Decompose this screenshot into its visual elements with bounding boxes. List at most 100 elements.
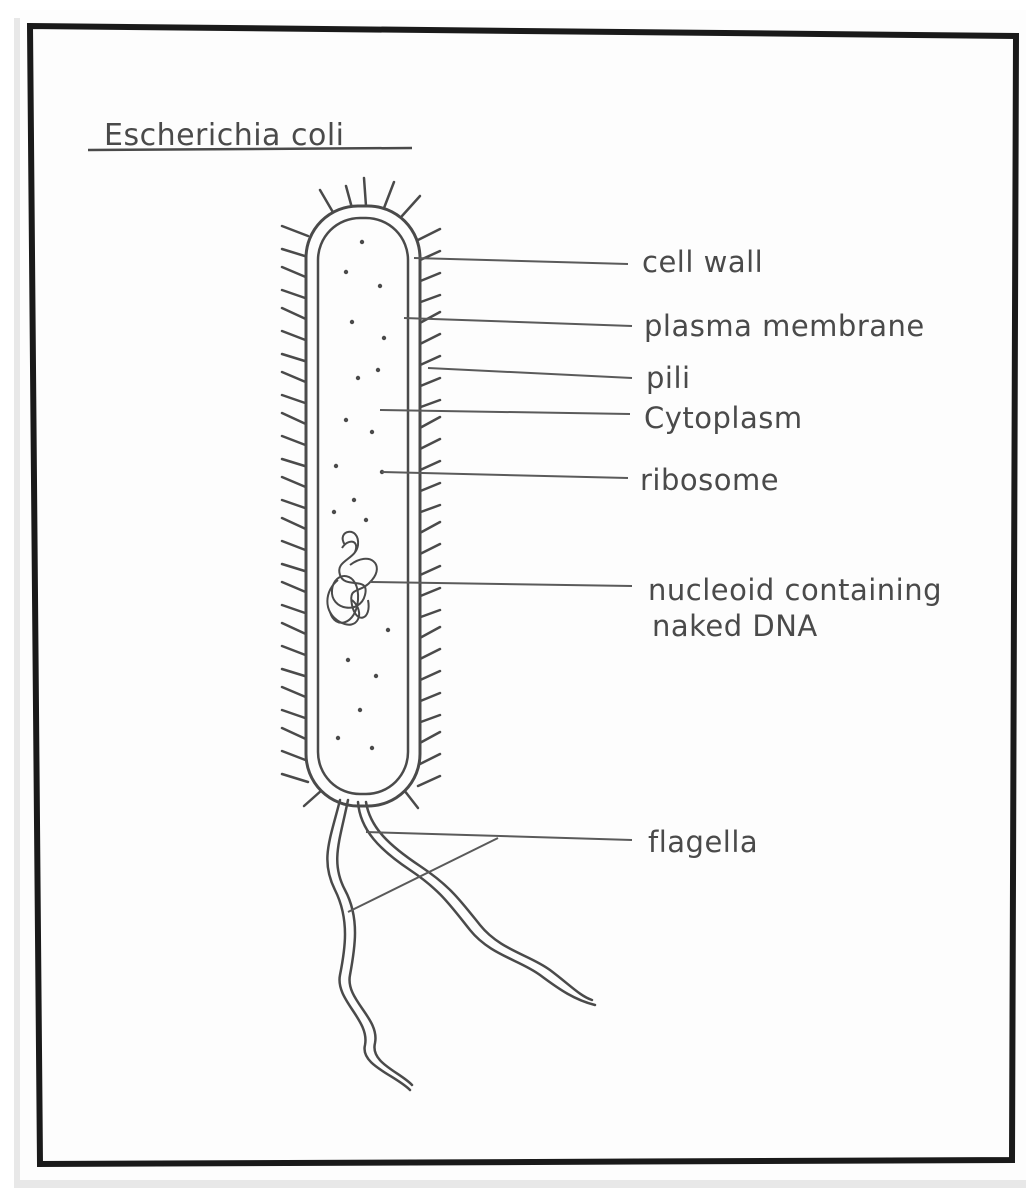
pilus-hair [344,184,354,210]
pilus-hair [318,188,336,216]
ribosome-dot [363,517,369,523]
label-flagella: flagella [648,825,758,859]
pilus-hair [416,647,442,662]
title-underline [87,146,413,152]
pilus-hair [416,293,442,305]
frame-border [26,22,1020,1168]
ribosome-dot [349,319,355,325]
ribosome-dot [369,429,375,435]
ribosome-dot [385,627,391,633]
pilus-hair [280,580,310,595]
pilus-hair [416,608,442,620]
pilus-hair [416,586,442,599]
pilus-hair [280,457,310,469]
ribosome-dot [355,375,361,381]
label-nucleoid-line2: naked DNA [652,609,818,643]
ribosome-dots [331,239,391,751]
label-ribosome: ribosome [640,463,779,497]
ribosome-dot [373,673,379,679]
label-nucleoid-line1: nucleoid containing [648,573,942,607]
label-cytoplasm: Cytoplasm [644,401,803,435]
pilus-hair [280,516,310,532]
pilus-hair [416,271,442,284]
pilus-hair [280,393,310,406]
pilus-hair [416,459,442,473]
pilus-hair [280,329,310,343]
pilus-hair [416,376,442,389]
pilus-hair [280,434,310,448]
label-cell-wall: cell wall [642,245,763,279]
pilus-hair [416,481,442,494]
pilus-hair [280,411,310,427]
pilus-hair [416,691,442,704]
leader-nucleoid [369,581,633,587]
ribosome-dot [335,735,341,741]
pilus-hair [280,667,310,679]
ribosome-dot [351,497,357,503]
leader-cytoplasm [379,409,631,415]
pilus-hair [280,621,310,637]
ribosome-dot [377,283,383,289]
pilus-hair [280,772,310,784]
flagella-strands [326,798,597,1092]
pilus-hair [416,503,442,515]
leader-flagella [365,831,633,841]
ribosome-dot [357,707,363,713]
pilus-hair [402,788,420,810]
plasma-membrane-outline [316,216,410,796]
paper-sheet [20,10,1026,1180]
pilus-hair [416,774,442,788]
ribosome-dot [345,657,351,663]
pilus-hair [280,603,310,616]
pilus-hair [416,227,442,242]
pilus-hair [416,354,442,368]
pilus-hair [416,730,442,746]
pilus-hair [416,332,442,347]
pilus-hair [416,249,442,263]
pilus-hair [362,176,368,208]
pilus-hair [280,352,310,364]
leader-cell-wall [413,257,629,265]
pilus-hair [280,749,310,763]
pilus-hair [416,437,442,452]
pilus-hair [280,265,310,280]
leader-lines [347,257,633,913]
pilus-hair [280,306,310,322]
pilus-hair [416,752,442,767]
leader-pili [427,367,633,379]
pilus-hair [280,224,310,238]
ribosome-dot [343,269,349,275]
ribosome-dot [359,239,365,245]
pilus-hair [302,788,324,808]
pilus-hair [280,562,310,574]
pilus-hair [400,194,422,218]
pilus-hair [416,398,442,410]
ribosome-dot [331,509,337,515]
ribosome-dot [375,367,381,373]
pilus-hair [416,625,442,641]
diagram-title: Escherichia coli [104,118,345,153]
pilus-hair [280,539,310,553]
pilus-hair [416,564,442,578]
pilus-hair [280,247,310,259]
pilus-hair [280,370,310,385]
pilus-hair [280,685,310,700]
label-plasma-membrane: plasma membrane [644,309,925,343]
cell-wall-outline [304,204,422,808]
pilus-hair [416,520,442,536]
pilus-hair [280,498,310,511]
leader-plasma-membrane [403,317,633,327]
pilus-hair [280,726,310,742]
ribosome-dot [381,335,387,341]
ribosome-dot [343,417,349,423]
leader-ribosome [381,471,629,479]
label-pili: pili [646,361,691,395]
pili-group [280,176,442,810]
ribosome-dot [333,463,339,469]
pilus-hair [280,644,310,658]
pilus-hair [416,669,442,683]
pilus-hair [416,542,442,557]
ribosome-dot [369,745,375,751]
